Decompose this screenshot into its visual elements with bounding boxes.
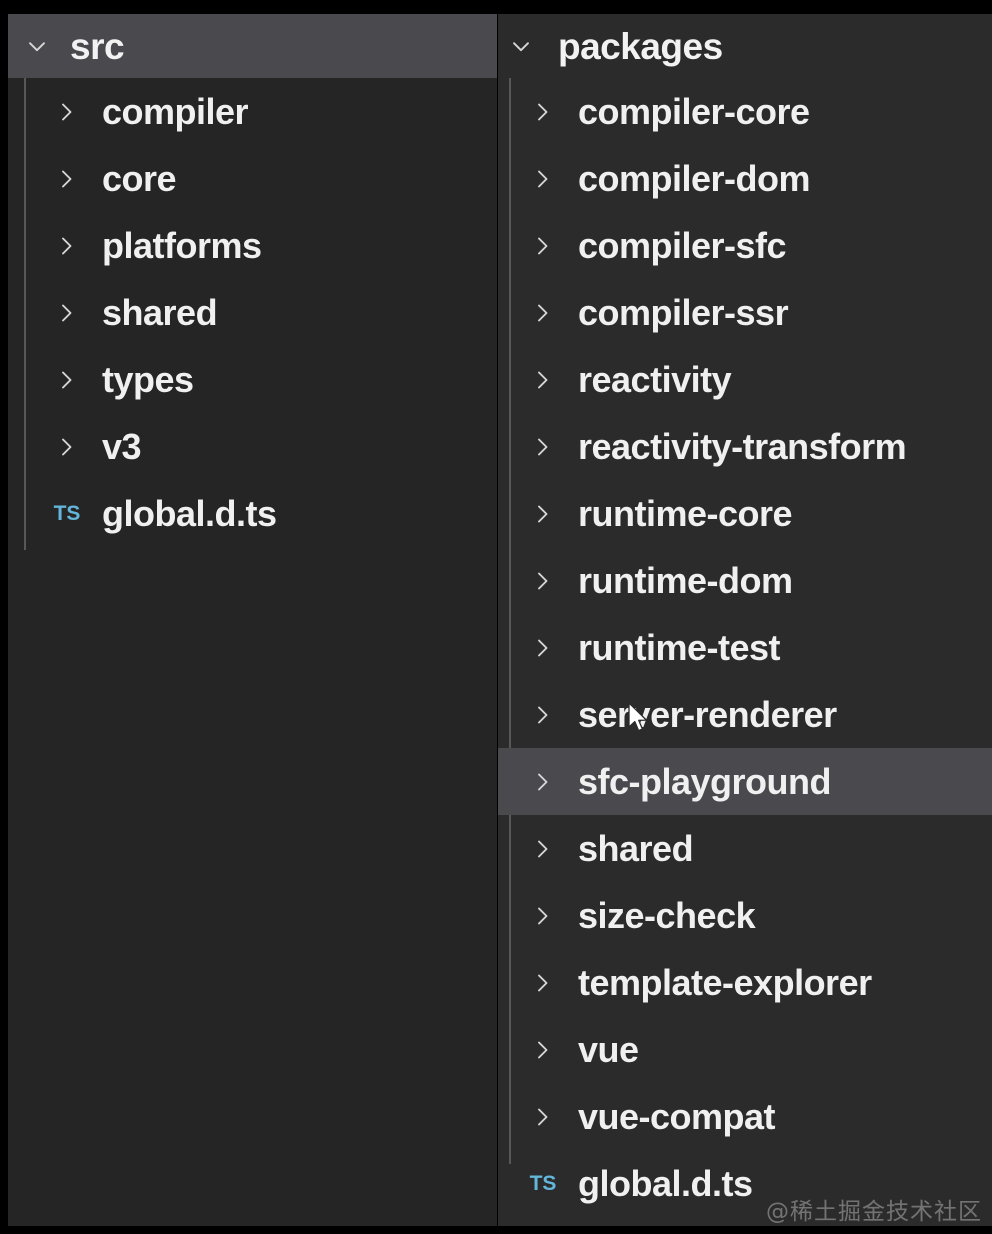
chevron-right-icon[interactable] [528,365,558,395]
tree-item-label: runtime-dom [578,559,793,601]
right-tree-children: compiler-core compiler-dom compiler-sfc … [498,78,992,1217]
tree-item-vue[interactable]: vue [498,1016,992,1083]
tree-item-runtime-core[interactable]: runtime-core [498,480,992,547]
chevron-right-icon[interactable] [528,499,558,529]
chevron-right-icon[interactable] [528,1102,558,1132]
tree-item-global-d-ts[interactable]: TS global.d.ts [8,480,497,547]
indent-guide [24,78,26,550]
tree-item-vue-compat[interactable]: vue-compat [498,1083,992,1150]
tree-item-shared[interactable]: shared [8,279,497,346]
tree-item-label: types [102,358,194,400]
tree-item-label: shared [578,827,694,869]
chevron-right-icon[interactable] [528,432,558,462]
tree-item-label: vue [578,1028,639,1070]
chevron-down-icon[interactable] [506,31,536,61]
tree-item-label: vue-compat [578,1095,776,1137]
chevron-right-icon[interactable] [52,164,82,194]
tree-item-runtime-dom[interactable]: runtime-dom [498,547,992,614]
tree-item-core[interactable]: core [8,145,497,212]
tree-item-label: platforms [102,224,262,266]
tree-item-compiler-dom[interactable]: compiler-dom [498,145,992,212]
indent-guide [509,78,511,1164]
tree-item-server-renderer[interactable]: server-renderer [498,681,992,748]
chevron-down-icon[interactable] [22,31,52,61]
tree-item-types[interactable]: types [8,346,497,413]
chevron-right-icon[interactable] [52,231,82,261]
chevron-right-icon[interactable] [528,700,558,730]
typescript-file-icon: TS [53,501,81,525]
tree-item-label: compiler-core [578,90,810,132]
tree-root-label-src: src [70,25,125,67]
tree-item-shared[interactable]: shared [498,815,992,882]
typescript-file-icon: TS [529,1171,557,1195]
tree-item-label: sfc-playground [578,760,832,802]
tree-item-sfc-playground[interactable]: sfc-playground [498,748,992,815]
tree-item-reactivity[interactable]: reactivity [498,346,992,413]
tree-item-runtime-test[interactable]: runtime-test [498,614,992,681]
chevron-right-icon[interactable] [528,231,558,261]
tree-item-label: v3 [102,425,142,467]
watermark-text: @稀土掘金技术社区 [766,1199,982,1225]
tree-item-label: runtime-core [578,492,793,534]
tree-item-label: shared [102,291,218,333]
chevron-right-icon[interactable] [528,164,558,194]
tree-item-global-d-ts[interactable]: TS global.d.ts [498,1150,992,1217]
tree-item-label: size-check [578,894,756,936]
chevron-right-icon[interactable] [528,767,558,797]
tree-item-label: compiler-sfc [578,224,787,266]
tree-root-label-packages: packages [558,25,723,67]
tree-item-compiler[interactable]: compiler [8,78,497,145]
chevron-right-icon[interactable] [528,633,558,663]
tree-item-compiler-core[interactable]: compiler-core [498,78,992,145]
chevron-right-icon[interactable] [52,97,82,127]
tree-item-label: compiler-dom [578,157,811,199]
chevron-right-icon[interactable] [528,901,558,931]
tree-item-compiler-ssr[interactable]: compiler-ssr [498,279,992,346]
chevron-right-icon[interactable] [52,432,82,462]
chevron-right-icon[interactable] [528,834,558,864]
left-tree-children: compiler core platforms shared [8,78,497,550]
chevron-right-icon[interactable] [52,298,82,328]
tree-item-label: global.d.ts [578,1162,753,1204]
tree-item-label: reactivity-transform [578,425,907,467]
right-file-tree-panel: packages compiler-core compiler-dom [498,14,992,1226]
tree-item-reactivity-transform[interactable]: reactivity-transform [498,413,992,480]
tree-item-compiler-sfc[interactable]: compiler-sfc [498,212,992,279]
tree-item-label: runtime-test [578,626,781,668]
tree-item-label: server-renderer [578,693,837,735]
tree-item-label: global.d.ts [102,492,277,534]
chevron-right-icon[interactable] [52,365,82,395]
tree-root-src[interactable]: src [8,14,497,78]
tree-item-label: compiler [102,90,249,132]
tree-item-label: reactivity [578,358,732,400]
tree-item-platforms[interactable]: platforms [8,212,497,279]
tree-item-label: template-explorer [578,961,872,1003]
chevron-right-icon[interactable] [528,968,558,998]
tree-item-v3[interactable]: v3 [8,413,497,480]
chevron-right-icon[interactable] [528,298,558,328]
tree-item-template-explorer[interactable]: template-explorer [498,949,992,1016]
tree-item-size-check[interactable]: size-check [498,882,992,949]
tree-root-packages[interactable]: packages [498,14,992,78]
chevron-right-icon[interactable] [528,97,558,127]
tree-item-label: core [102,157,177,199]
left-file-tree-panel: src compiler core platforms [8,14,497,1226]
tree-item-label: compiler-ssr [578,291,789,333]
chevron-right-icon[interactable] [528,566,558,596]
chevron-right-icon[interactable] [528,1035,558,1065]
